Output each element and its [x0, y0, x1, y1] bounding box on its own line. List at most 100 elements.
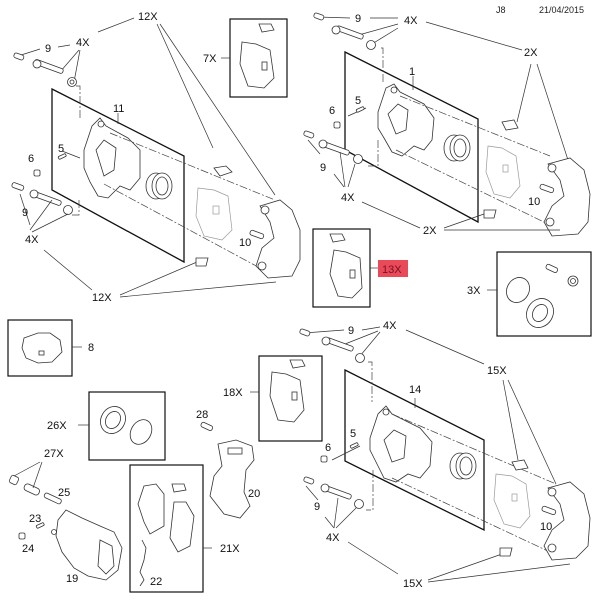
bleed-screw-23-icon[interactable] — [35, 522, 45, 529]
brake-pad-icon[interactable] — [195, 187, 233, 241]
label-lower-kit: 4X — [25, 234, 39, 246]
brake-pad-icon[interactable] — [493, 473, 531, 529]
guide-bolt-10-icon[interactable] — [541, 505, 557, 516]
clip-12x-icon[interactable] — [195, 257, 209, 267]
dash-line — [366, 470, 374, 511]
guide-bolt-10-icon[interactable] — [539, 183, 555, 194]
label-kit: 4X — [76, 37, 90, 49]
piston-seal-icon[interactable] — [449, 452, 477, 480]
cap-icon[interactable] — [33, 169, 41, 177]
pad-kit-21x-box[interactable]: 21X 22 — [129, 464, 240, 593]
guide-bolt-icon[interactable] — [32, 59, 64, 74]
label-bolt: 9 — [355, 13, 361, 25]
label-cap: 6 — [329, 105, 335, 117]
leader-line — [347, 541, 399, 575]
leader-line — [97, 17, 135, 33]
label-pad-kit-21x: 21X — [220, 543, 240, 555]
pad-clip-icon[interactable] — [213, 165, 233, 177]
nut-icon[interactable] — [355, 353, 365, 363]
label-caliper: 1 — [409, 66, 415, 78]
pad-clip-icon[interactable] — [501, 119, 519, 131]
cap-24-icon[interactable] — [18, 532, 26, 540]
bleed-screw-icon[interactable] — [349, 442, 359, 449]
bolt-9-icon[interactable] — [13, 52, 25, 61]
leader-line — [19, 193, 31, 226]
caliper-bracket-icon[interactable] — [543, 157, 591, 237]
label-pads-7x: 7X — [203, 53, 217, 65]
label-sleeve-qty: 27X — [44, 448, 64, 460]
label-lower-bolt: 9 — [22, 207, 28, 219]
piston-seal-icon[interactable] — [145, 172, 173, 200]
leader-line — [31, 213, 69, 233]
clip-2x-icon[interactable] — [483, 209, 497, 219]
bolt-9-icon[interactable] — [313, 12, 325, 21]
leader-line — [29, 199, 53, 231]
leader-line — [57, 44, 71, 48]
leader-line — [339, 330, 379, 347]
bolt-9-lower-icon[interactable] — [303, 476, 315, 485]
shim-8-box[interactable]: 8 — [7, 319, 94, 377]
nut-lower-icon[interactable] — [63, 205, 73, 215]
caliper-19-icon[interactable] — [51, 509, 123, 581]
label-caliper-19: 19 — [66, 573, 78, 585]
dash-line — [368, 361, 373, 402]
seal-kit-26x-box[interactable]: 26X — [47, 391, 166, 461]
label-seal-kit-26x: 26X — [47, 420, 67, 432]
leader-line — [307, 139, 321, 155]
guide-bolt-icon[interactable] — [331, 25, 364, 40]
label-bolt: 9 — [348, 325, 354, 337]
sleeve-icon[interactable] — [8, 474, 20, 486]
leader-line — [361, 201, 421, 229]
label-pin-25: 25 — [58, 487, 70, 499]
pads-13x-box[interactable]: 13X — [312, 228, 408, 308]
pin-25-icon[interactable] — [43, 492, 62, 505]
bleed-screw-icon[interactable] — [355, 106, 365, 113]
leader-line — [156, 23, 214, 149]
leader-line — [324, 516, 335, 529]
piston-seal-icon[interactable] — [443, 134, 471, 162]
guide-bolt-lower-icon[interactable] — [320, 483, 352, 500]
leader-line — [536, 63, 569, 161]
guide-bolt-10-icon[interactable] — [249, 229, 265, 240]
label-bleed-screw: 5 — [350, 428, 356, 440]
label-lower-kit: 4X — [341, 192, 355, 204]
nut-icon[interactable] — [366, 40, 376, 50]
bolt-9-lower-icon[interactable] — [11, 182, 25, 191]
diagram-date: 21/04/2015 — [539, 5, 584, 15]
pads-18x-box[interactable]: 18X — [223, 355, 323, 442]
label-shim-8: 8 — [88, 342, 94, 354]
caliper-1-icon[interactable] — [377, 83, 435, 157]
seal-kit-3x-box[interactable]: 3X — [467, 251, 592, 337]
brake-pad-icon[interactable] — [485, 145, 521, 199]
label-bracket-20: 20 — [248, 488, 260, 500]
caliper-11-icon[interactable] — [83, 117, 141, 199]
bolt-9-lower-icon[interactable] — [303, 130, 315, 139]
cap-icon[interactable] — [333, 121, 341, 129]
label-bleed-screw: 5 — [58, 143, 64, 155]
pads-7x-box[interactable]: 7X — [203, 18, 288, 98]
clip-15x-icon[interactable] — [499, 547, 513, 557]
pad-clip-icon[interactable] — [511, 459, 529, 471]
label-clip-qty: 12X — [92, 292, 112, 304]
label-kit: 4X — [404, 15, 418, 27]
leader-line — [425, 21, 523, 51]
nut-lower-icon[interactable] — [354, 499, 364, 509]
caliper-14-icon[interactable] — [369, 405, 433, 483]
label-cap: 6 — [325, 442, 331, 454]
sleeve-long-icon[interactable] — [23, 483, 40, 496]
label-pads-13x: 13X — [382, 264, 402, 276]
cap-icon[interactable] — [320, 455, 328, 463]
label-guide-bolt: 10 — [239, 237, 251, 249]
guide-bolt-lower-icon[interactable] — [318, 139, 350, 156]
caliper-bracket-icon[interactable] — [255, 199, 301, 279]
nut-lower-icon[interactable] — [353, 154, 363, 164]
bleed-screw-icon[interactable] — [57, 153, 67, 160]
bolt-28-icon[interactable] — [200, 421, 214, 432]
leader-line — [335, 507, 357, 529]
guide-bolt-lower-icon[interactable] — [29, 189, 62, 206]
guide-bolt-icon[interactable] — [321, 336, 354, 352]
bolt-9-icon[interactable] — [299, 328, 311, 337]
nut-icon[interactable] — [67, 77, 77, 87]
bracket-20-icon[interactable] — [209, 439, 255, 519]
caliper-bracket-icon[interactable] — [543, 481, 591, 561]
